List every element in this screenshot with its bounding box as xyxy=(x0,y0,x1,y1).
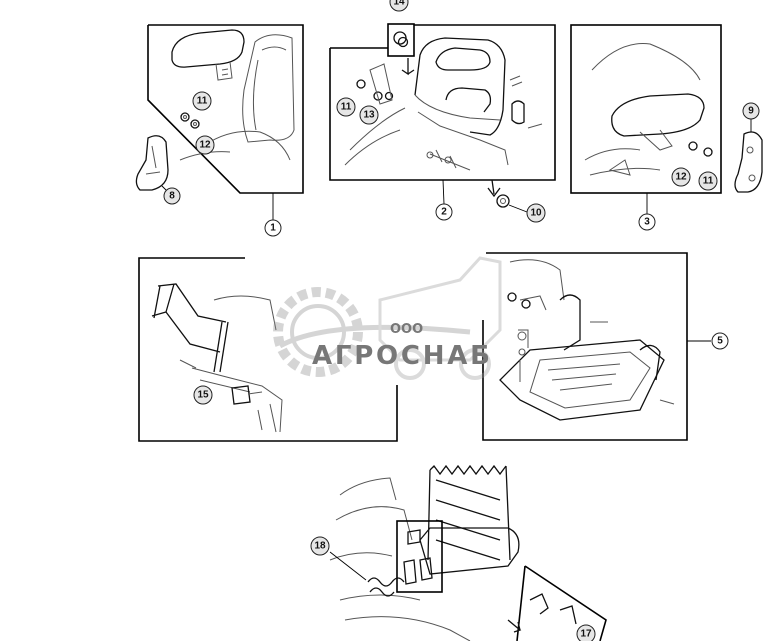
svg-text:1: 1 xyxy=(270,223,276,234)
svg-text:10: 10 xyxy=(530,208,542,219)
callout-18: 18 xyxy=(310,536,330,556)
part-8-armrest-cover xyxy=(135,135,169,193)
panel-4 xyxy=(138,257,398,442)
callout-15: 15 xyxy=(193,385,213,405)
svg-text:12: 12 xyxy=(199,140,211,151)
panel-1 xyxy=(147,24,304,220)
svg-text:9: 9 xyxy=(748,106,754,117)
callout-17: 17 xyxy=(576,624,596,641)
panel-bottom xyxy=(329,464,607,641)
svg-text:11: 11 xyxy=(197,96,208,107)
harvester-icon xyxy=(378,256,502,380)
callout-13: 13 xyxy=(359,105,379,125)
callout-8: 8 xyxy=(163,187,181,205)
callout-12-panel-1: 12 xyxy=(195,135,215,155)
panel-3 xyxy=(570,24,722,214)
callout-5: 5 xyxy=(711,332,729,350)
svg-text:5: 5 xyxy=(717,336,723,347)
svg-text:18: 18 xyxy=(314,541,326,552)
callout-14: 14 xyxy=(389,0,409,12)
callout-3: 3 xyxy=(638,213,656,231)
svg-text:2: 2 xyxy=(441,207,447,218)
gear-logo-icon xyxy=(273,287,471,377)
svg-text:17: 17 xyxy=(580,629,592,640)
callout-11-panel-2: 11 xyxy=(336,97,356,117)
svg-text:13: 13 xyxy=(363,110,375,121)
callout-11-panel-3: 11 xyxy=(698,171,718,191)
svg-text:12: 12 xyxy=(675,172,687,183)
panel-2 xyxy=(329,23,556,213)
callout-11-panel-1: 11 xyxy=(192,91,212,111)
callout-10: 10 xyxy=(526,203,546,223)
svg-text:8: 8 xyxy=(169,191,175,202)
watermark-name: АГРОСНАБ xyxy=(312,341,490,371)
callout-2: 2 xyxy=(435,203,453,221)
callout-12-panel-3: 12 xyxy=(671,167,691,187)
svg-text:15: 15 xyxy=(197,390,209,401)
callout-1: 1 xyxy=(264,219,282,237)
panel-5 xyxy=(482,252,711,441)
svg-text:11: 11 xyxy=(341,102,352,113)
svg-text:3: 3 xyxy=(644,217,650,228)
svg-text:14: 14 xyxy=(393,0,405,8)
svg-text:11: 11 xyxy=(703,176,714,187)
part-9-armrest-cover xyxy=(734,118,763,193)
watermark-prefix: ООО xyxy=(390,322,423,337)
callout-9: 9 xyxy=(742,102,760,120)
watermark xyxy=(273,256,502,380)
